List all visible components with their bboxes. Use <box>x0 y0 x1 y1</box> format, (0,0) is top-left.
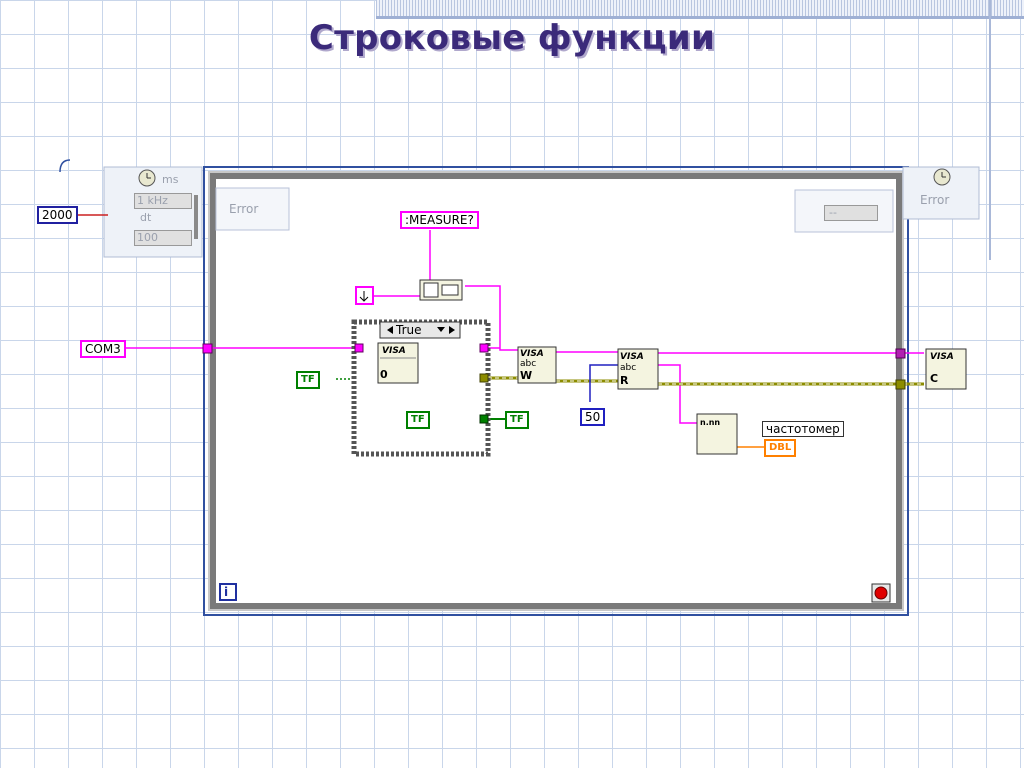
timing-dt-label: dt <box>140 211 152 224</box>
slide-title: Строковые функции <box>308 18 716 58</box>
case-selector-label[interactable]: True <box>396 323 422 337</box>
left-error-label: Error <box>229 202 259 216</box>
visa-open-node <box>377 342 419 384</box>
case-selector <box>379 321 461 339</box>
right-error-label: Error <box>920 193 950 207</box>
visa-close-label: VISA <box>930 352 954 362</box>
timed-loop-inner-border <box>208 171 904 611</box>
loop-tunnel-string <box>202 343 213 354</box>
visa-close-letter: C <box>930 372 939 385</box>
command-string-constant[interactable]: :MEASURE? <box>400 211 479 229</box>
dbl-indicator[interactable]: DBL <box>764 439 797 457</box>
visa-write-label: VISA <box>520 349 544 359</box>
timing-period-field[interactable]: 100 <box>134 230 192 246</box>
visa-read-abc: abc <box>620 363 637 373</box>
timing-rate-field[interactable]: 1 kHz <box>134 193 192 209</box>
top-decorative-band-line <box>376 16 1024 19</box>
visa-open-letter: 0 <box>380 368 388 381</box>
iteration-terminal-box <box>219 583 237 601</box>
right-decorative-line <box>989 0 991 260</box>
visa-read-node <box>617 348 659 390</box>
timeout-constant[interactable]: 2000 <box>37 206 78 224</box>
frequency-indicator-label: частотомер <box>762 421 844 437</box>
loop-tunnel-string-out <box>895 348 906 359</box>
timed-loop-frame <box>210 173 902 609</box>
iteration-terminal: i <box>224 585 229 599</box>
string-to-number-node <box>696 413 738 455</box>
numeric-wires <box>76 214 618 402</box>
timing-unit-label: ms <box>162 173 179 186</box>
visa-open-label: VISA <box>382 346 406 356</box>
bool-indicator[interactable]: TF <box>505 411 529 429</box>
shift-register-field[interactable]: -- <box>824 205 878 221</box>
visa-close-node <box>925 348 967 390</box>
visa-read-letter: R <box>620 374 629 387</box>
byte-count-constant[interactable]: 50 <box>580 408 606 426</box>
bool-control[interactable]: TF <box>296 371 320 389</box>
loop-tunnel-error-out <box>895 379 906 390</box>
timing-cluster-scrollbar <box>194 195 198 239</box>
com-port-constant[interactable]: COM3 <box>80 340 126 358</box>
visa-write-letter: W <box>520 369 533 382</box>
visa-read-label: VISA <box>620 352 644 362</box>
bool-constant[interactable]: TF <box>406 411 430 429</box>
left-error-panel <box>215 187 290 231</box>
visa-write-abc: abc <box>520 359 537 369</box>
conversion-node-label: n.nn <box>700 418 721 427</box>
case-structure <box>351 319 491 457</box>
top-decorative-band <box>376 0 1024 16</box>
timed-loop-outer-border <box>203 166 909 616</box>
visa-write-node <box>517 346 557 384</box>
